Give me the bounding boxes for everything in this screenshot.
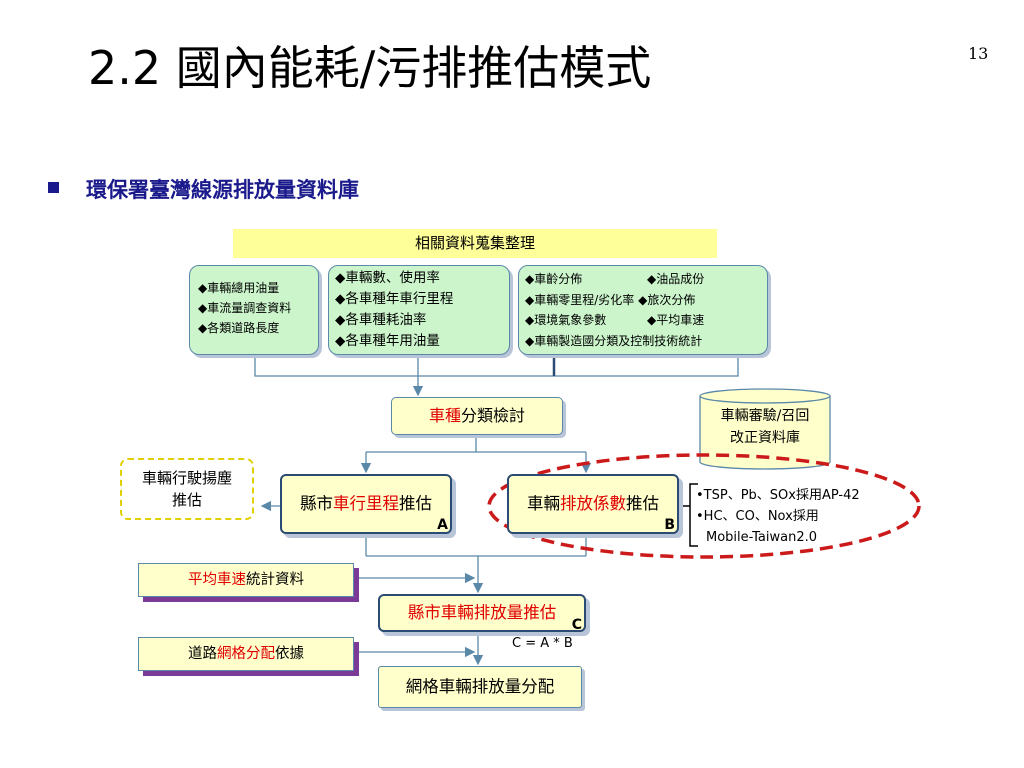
list-item: ◆車輛零里程/劣化率 ◆旅次分佈 (525, 292, 696, 307)
county-emission-box: 縣市車輛排放量推估 C (378, 594, 586, 633)
list-item: ◆各類道路長度 (198, 321, 280, 335)
speed-text: 統計資料 (246, 572, 304, 588)
data-box-vehicle: ◆車輛數、使用率 ◆各車種年車行里程 ◆各車種耗油率 ◆各車種年用油量 (328, 265, 510, 355)
formula: C = A * B (512, 636, 573, 651)
grid-text: 依據 (275, 646, 304, 662)
list-item: ◆各車種耗油率 (335, 312, 427, 328)
grid-highlight: 網格分配 (217, 646, 275, 662)
bullet-text: 環保署臺灣線源排放量資料庫 (86, 178, 359, 202)
grid-text: 道路 (188, 646, 217, 662)
database-label: 車輛審驗/召回 改正資料庫 (700, 405, 830, 449)
label-b: B (664, 517, 675, 533)
data-box-fuel: ◆車輛總用油量 ◆車流量調查資料 ◆各類道路長度 (189, 265, 319, 355)
slide-title: 2.2 國內能耗/污排推估模式 (88, 41, 652, 95)
dust-line: 車輛行駛揚塵 (141, 469, 232, 487)
road-dust-box: 車輛行駛揚塵 推估 (120, 458, 254, 520)
list-item: ◆平均車速 (647, 313, 705, 327)
speed-highlight: 平均車 (188, 572, 232, 588)
ref-line: •TSP、Pb、SOx採用AP-42 (696, 488, 860, 503)
mileage-text: 縣市 (300, 494, 333, 513)
highlight-ellipse (487, 453, 921, 559)
grid-allocation-basis-box: 道路網格分配依據 (138, 637, 354, 671)
vehicle-classification-box: 車種分類檢討 (391, 397, 563, 435)
page-number: 13 (968, 44, 989, 63)
list-item: ◆車齡分佈 (525, 272, 583, 286)
mileage-highlight: 車行里程 (333, 494, 399, 513)
database-cylinder-icon (699, 388, 831, 470)
label-a: A (437, 517, 448, 533)
county-text: 縣市車輛排放量推估 (407, 603, 557, 622)
classify-highlight: 車種 (428, 406, 461, 425)
grid-emission-box: 網格車輛排放量分配 (378, 666, 582, 708)
bullet-square-icon (48, 182, 59, 193)
data-box-emission-factors: ◆車齡分佈 ◆油品成份 ◆車輛零里程/劣化率 ◆旅次分佈 ◆環境氣象參數 ◆平均… (518, 265, 768, 355)
list-item: ◆車流量調查資料 (198, 301, 292, 315)
ref-line: Mobile-Taiwan2.0 (706, 530, 818, 545)
database-line: 改正資料庫 (730, 430, 800, 446)
emission-factor-box: 車輛排放係數推估 B (507, 474, 679, 534)
emission-highlight: 排放係數 (560, 494, 626, 513)
speed-highlight: 速 (231, 572, 247, 588)
ref-line: •HC、CO、Nox採用 (696, 509, 819, 524)
classify-text: 分類檢討 (461, 406, 526, 425)
mileage-estimate-box: 縣市車行里程推估 A (280, 474, 452, 534)
emission-text: 車輛 (527, 494, 560, 513)
mileage-text: 推估 (399, 494, 432, 513)
emission-text: 推估 (626, 494, 659, 513)
list-item: ◆車輛數、使用率 (335, 270, 440, 286)
list-item: ◆環境氣象參數 (525, 313, 607, 327)
list-item: ◆各車種年用油量 (335, 333, 440, 349)
avg-speed-box: 平均車速統計資料 (138, 563, 354, 597)
top-boxes-join-line (254, 356, 739, 377)
emission-model-refs: •TSP、Pb、SOx採用AP-42 •HC、CO、Nox採用 Mobile-T… (696, 485, 860, 548)
list-item: ◆車輛總用油量 (198, 281, 280, 295)
label-c: C (571, 617, 582, 633)
list-item: ◆各車種年車行里程 (335, 291, 454, 307)
data-collection-header: 相關資料蒐集整理 (233, 229, 717, 258)
list-item: ◆油品成份 (647, 272, 705, 286)
database-line: 車輛審驗/召回 (720, 408, 810, 424)
refs-bracket (689, 483, 698, 547)
dust-line: 推估 (171, 491, 202, 509)
list-item: ◆車輛製造國分類及控制技術統計 (525, 333, 703, 348)
